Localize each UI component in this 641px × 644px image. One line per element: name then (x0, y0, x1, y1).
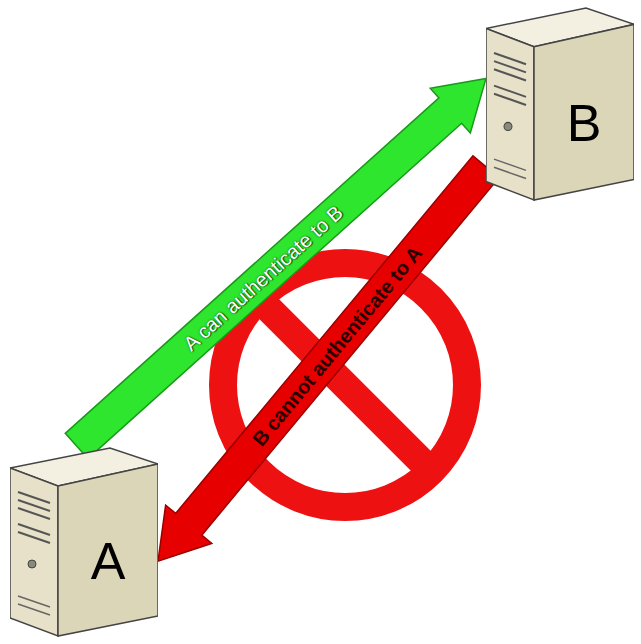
server-letter: B (567, 93, 602, 153)
server-letter: A (91, 531, 126, 591)
server-front (534, 24, 634, 200)
server-node: B (486, 6, 634, 202)
power-led (28, 560, 36, 568)
server-face: B (534, 44, 634, 202)
server-side (10, 468, 58, 636)
server-icon (10, 446, 158, 638)
server-vent (18, 532, 50, 543)
server-vent (18, 508, 50, 519)
server-icon (486, 6, 634, 202)
server-vent (494, 69, 526, 80)
server-node: A (10, 446, 158, 638)
arrow-label: A can authenticate to B (179, 201, 348, 356)
server-vent (494, 94, 526, 105)
power-led (504, 122, 512, 130)
server-vent (18, 604, 50, 615)
server-front (58, 464, 158, 636)
server-face: A (58, 484, 158, 638)
auth-arrow (158, 156, 499, 561)
server-vent (494, 167, 526, 178)
server-side (486, 28, 534, 200)
arrow-label-holder: A can authenticate to B (179, 201, 348, 356)
